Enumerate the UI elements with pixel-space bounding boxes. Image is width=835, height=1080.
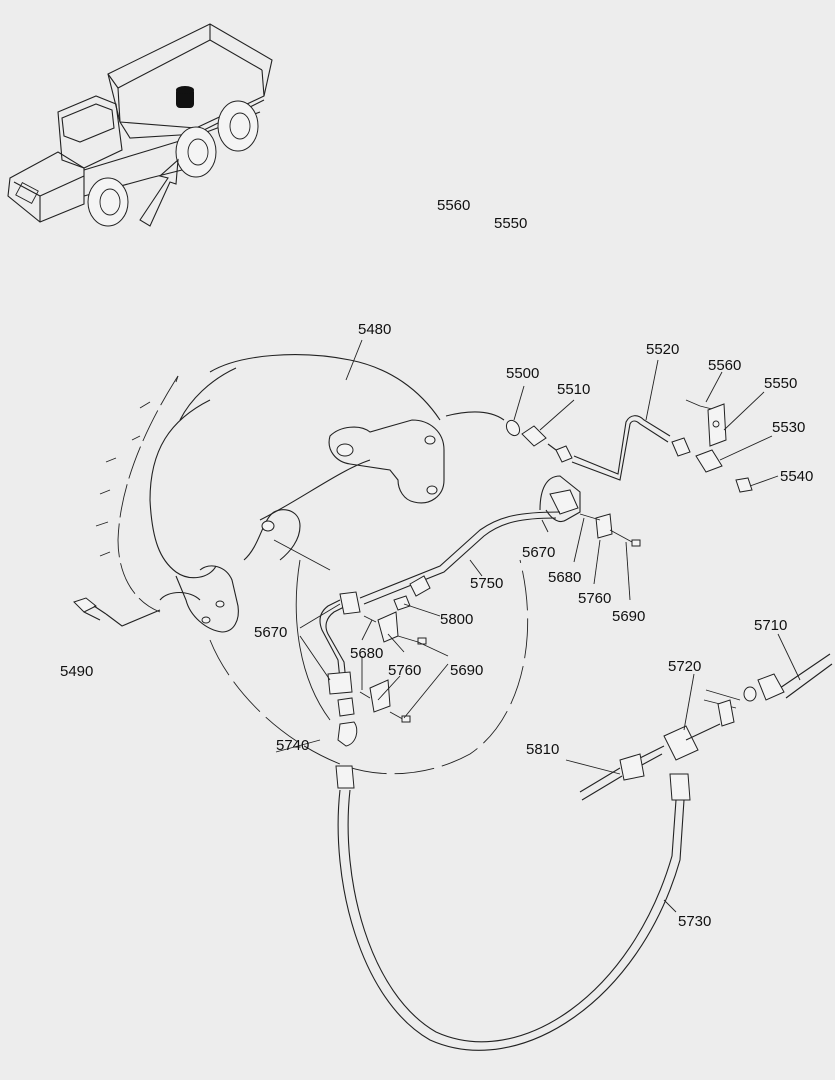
right-fitting-assembly <box>579 653 833 801</box>
callout-5490: 5490 <box>60 663 93 680</box>
callout-5800: 5800 <box>440 611 473 628</box>
pipe-assembly <box>319 475 641 747</box>
callout-5730: 5730 <box>678 913 711 930</box>
callout-5540: 5540 <box>780 468 813 485</box>
leader-lines <box>275 339 801 913</box>
upper-fitting-assembly <box>445 399 753 493</box>
header-ref-5550: 5550 <box>494 215 527 232</box>
callout-5680-right: 5680 <box>548 569 581 586</box>
callout-5690-right: 5690 <box>612 608 645 625</box>
callout-5760-left: 5760 <box>388 662 421 679</box>
header-ref-5560: 5560 <box>437 197 470 214</box>
callout-5520: 5520 <box>646 341 679 358</box>
transmission-housing <box>95 354 529 775</box>
callout-5550: 5550 <box>764 375 797 392</box>
callout-5670-left: 5670 <box>254 624 287 641</box>
callout-5530: 5530 <box>772 419 805 436</box>
callout-5810: 5810 <box>526 741 559 758</box>
callout-5480: 5480 <box>358 321 391 338</box>
callout-5560: 5560 <box>708 357 741 374</box>
callout-5710: 5710 <box>754 617 787 634</box>
location-marker <box>176 86 194 108</box>
callout-5720: 5720 <box>668 658 701 675</box>
articulated-dump-truck-icon <box>7 23 273 227</box>
bolt-5490 <box>73 597 161 627</box>
callout-5690-left: 5690 <box>450 662 483 679</box>
callout-5740: 5740 <box>276 737 309 754</box>
callout-5510: 5510 <box>557 381 590 398</box>
hose-5730 <box>335 765 691 1051</box>
callout-5680-left: 5680 <box>350 645 383 662</box>
callout-5670-right: 5670 <box>522 544 555 561</box>
callout-5750: 5750 <box>470 575 503 592</box>
callout-5760-right: 5760 <box>578 590 611 607</box>
callout-5500: 5500 <box>506 365 539 382</box>
